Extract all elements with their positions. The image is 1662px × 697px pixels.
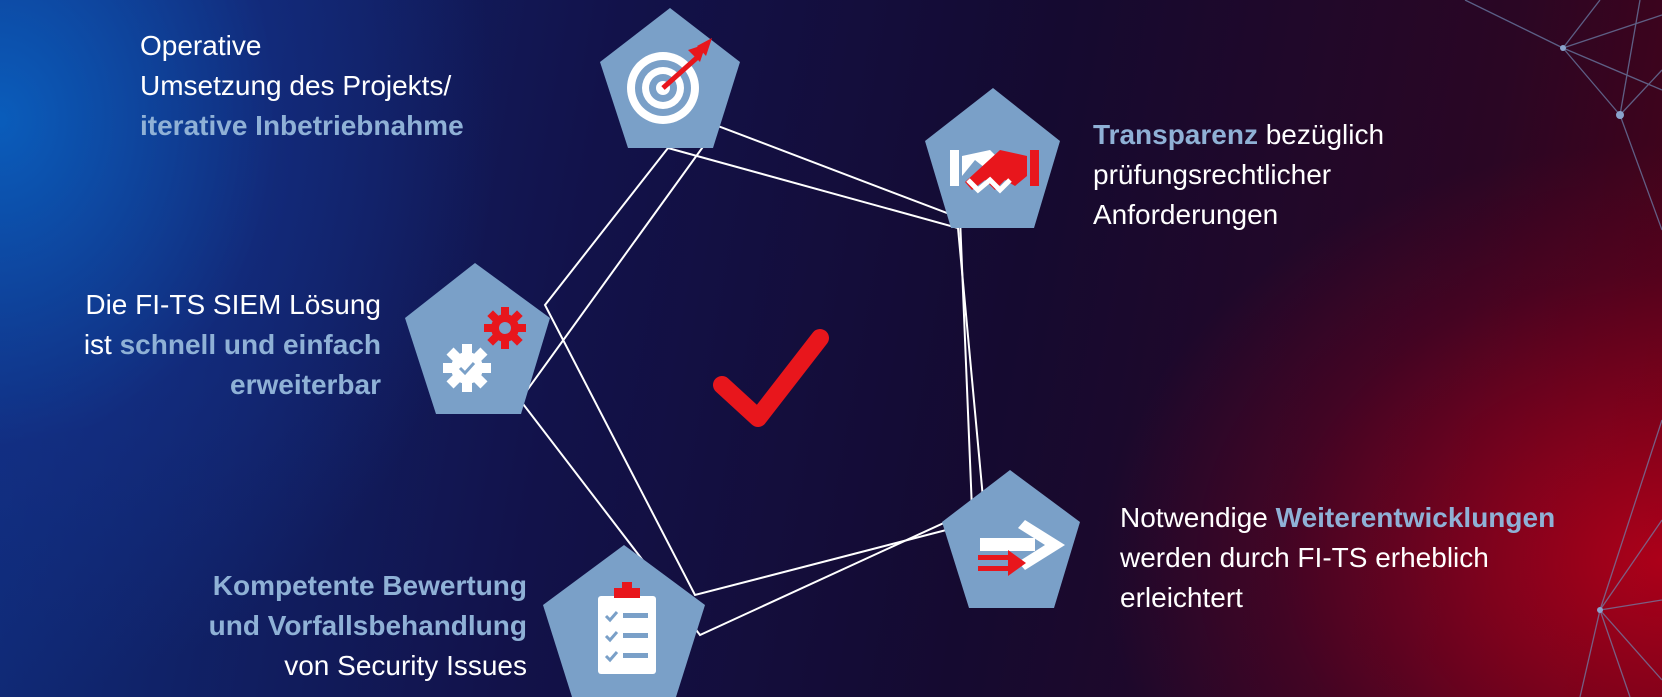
- label-operative-line1: Operative: [140, 30, 262, 61]
- label-siem-line3: erweiterbar: [230, 369, 381, 400]
- label-kompetente-line2: und Vorfallsbehandlung: [208, 610, 527, 641]
- label-weiterentwicklungen-line2: werden durch FI-TS erheblich: [1120, 542, 1489, 573]
- pentagon-left: [405, 263, 550, 414]
- gears-icon: [443, 307, 526, 392]
- checkmark-icon: [713, 329, 829, 427]
- label-kompetente-line3: von Security Issues: [284, 650, 527, 681]
- label-weiterentwicklungen-highlight: Weiterentwicklungen: [1275, 502, 1556, 533]
- label-operative-line2: Umsetzung des Projekts/: [140, 70, 452, 101]
- label-transparenz: Transparenz bezüglich prüfungsrechtliche…: [1093, 115, 1384, 235]
- label-kompetente-line1: Kompetente Bewertung: [212, 570, 527, 601]
- target-icon: [627, 38, 712, 124]
- label-transparenz-line2: prüfungsrechtlicher: [1093, 159, 1332, 190]
- handshake-icon: [950, 150, 1039, 194]
- label-transparenz-rest: bezüglich: [1257, 119, 1385, 150]
- label-transparenz-highlight: Transparenz: [1093, 119, 1258, 150]
- label-siem-prefix: ist: [83, 329, 120, 360]
- arrows-icon: [978, 520, 1065, 576]
- label-operative-line3: iterative Inbetriebnahme: [140, 110, 464, 141]
- label-transparenz-line3: Anforderungen: [1093, 199, 1279, 230]
- label-weiterentwicklungen-prefix: Notwendige: [1120, 502, 1276, 533]
- checklist-icon: [598, 582, 656, 674]
- label-transparenz-line1: Transparenz bezüglich: [1093, 115, 1384, 155]
- label-weiterentwicklungen: Notwendige Weiterentwicklungen werden du…: [1120, 498, 1555, 618]
- label-weiterentwicklungen-line3: erleichtert: [1120, 582, 1243, 613]
- label-kompetente: Kompetente Bewertung und Vorfallsbehandl…: [209, 566, 527, 686]
- label-operative: Operative Umsetzung des Projekts/ iterat…: [140, 26, 464, 146]
- label-siem: Die FI-TS SIEM Lösung ist schnell und ei…: [84, 285, 381, 405]
- label-siem-highlight: schnell und einfach: [119, 329, 381, 360]
- label-siem-line2: ist schnell und einfach: [84, 325, 381, 365]
- label-siem-line1: Die FI-TS SIEM Lösung: [85, 289, 381, 320]
- label-weiterentwicklungen-line1: Notwendige Weiterentwicklungen: [1120, 498, 1555, 538]
